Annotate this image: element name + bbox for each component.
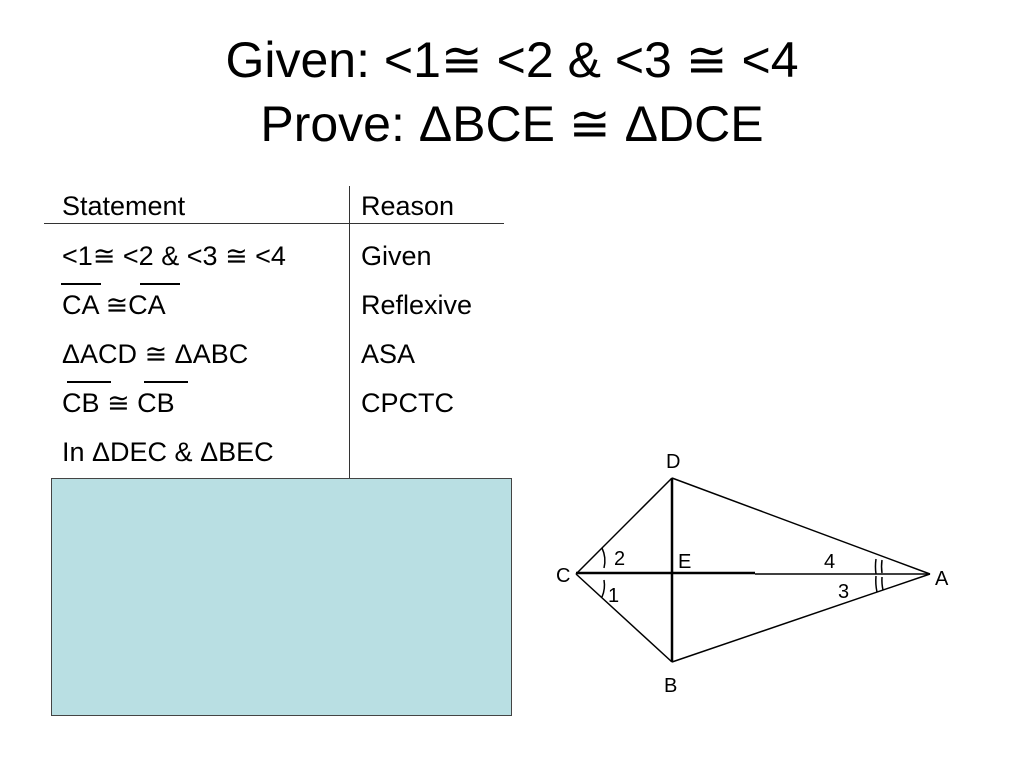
statement-cell: <1≅ <2 & <3 ≅ <4 bbox=[62, 241, 286, 271]
label-e: E bbox=[678, 551, 691, 573]
angle-4-label: 4 bbox=[824, 551, 835, 573]
label-b: B bbox=[664, 675, 677, 697]
segment-cd bbox=[575, 477, 673, 575]
label-c: C bbox=[556, 565, 570, 587]
angle-3-label: 3 bbox=[838, 581, 849, 603]
segment-da bbox=[671, 477, 931, 575]
angle-2-label: 2 bbox=[614, 548, 625, 570]
angle-1-label: 1 bbox=[608, 585, 619, 607]
slide-title: Given: <1≅ <2 & <3 ≅ <4 Prove: ΔBCE ≅ ΔD… bbox=[0, 28, 1024, 156]
label-a: A bbox=[935, 568, 949, 590]
statement-cell: ΔACD ≅ ΔABC bbox=[62, 339, 249, 369]
angle-1-arc bbox=[601, 579, 606, 598]
segment-overline bbox=[67, 381, 111, 383]
given-line: Given: <1≅ <2 & <3 ≅ <4 bbox=[225, 32, 799, 88]
statement-cell: CB ≅ CB bbox=[62, 388, 175, 418]
statement-header: Statement bbox=[62, 191, 186, 221]
segment-cb bbox=[575, 573, 673, 663]
segment-overline bbox=[140, 283, 180, 285]
reason-cell: CPCTC bbox=[361, 388, 454, 418]
table-column-divider bbox=[349, 186, 350, 478]
angle-4-arc bbox=[874, 558, 877, 575]
segment-overline bbox=[144, 381, 188, 383]
label-d: D bbox=[666, 451, 680, 473]
angle-3-arc bbox=[881, 576, 884, 591]
statement-cell: CA ≅CA bbox=[62, 290, 166, 320]
cover-box bbox=[51, 478, 512, 716]
reason-header: Reason bbox=[361, 191, 455, 221]
angle-3-arc bbox=[875, 575, 878, 593]
statement-cell: In ΔDEC & ΔBEC bbox=[62, 437, 274, 467]
prove-line: Prove: ΔBCE ≅ ΔDCE bbox=[260, 96, 764, 152]
angle-2-arc bbox=[601, 547, 606, 569]
reason-cell: Reflexive bbox=[361, 290, 473, 320]
segment-ba bbox=[671, 573, 931, 663]
reason-cell: ASA bbox=[361, 339, 416, 369]
reason-cell: Given bbox=[361, 241, 432, 271]
segment-overline bbox=[61, 283, 101, 285]
kite-diagram: D C A B E 2 1 4 3 bbox=[540, 440, 980, 710]
table-header-rule bbox=[44, 223, 504, 224]
